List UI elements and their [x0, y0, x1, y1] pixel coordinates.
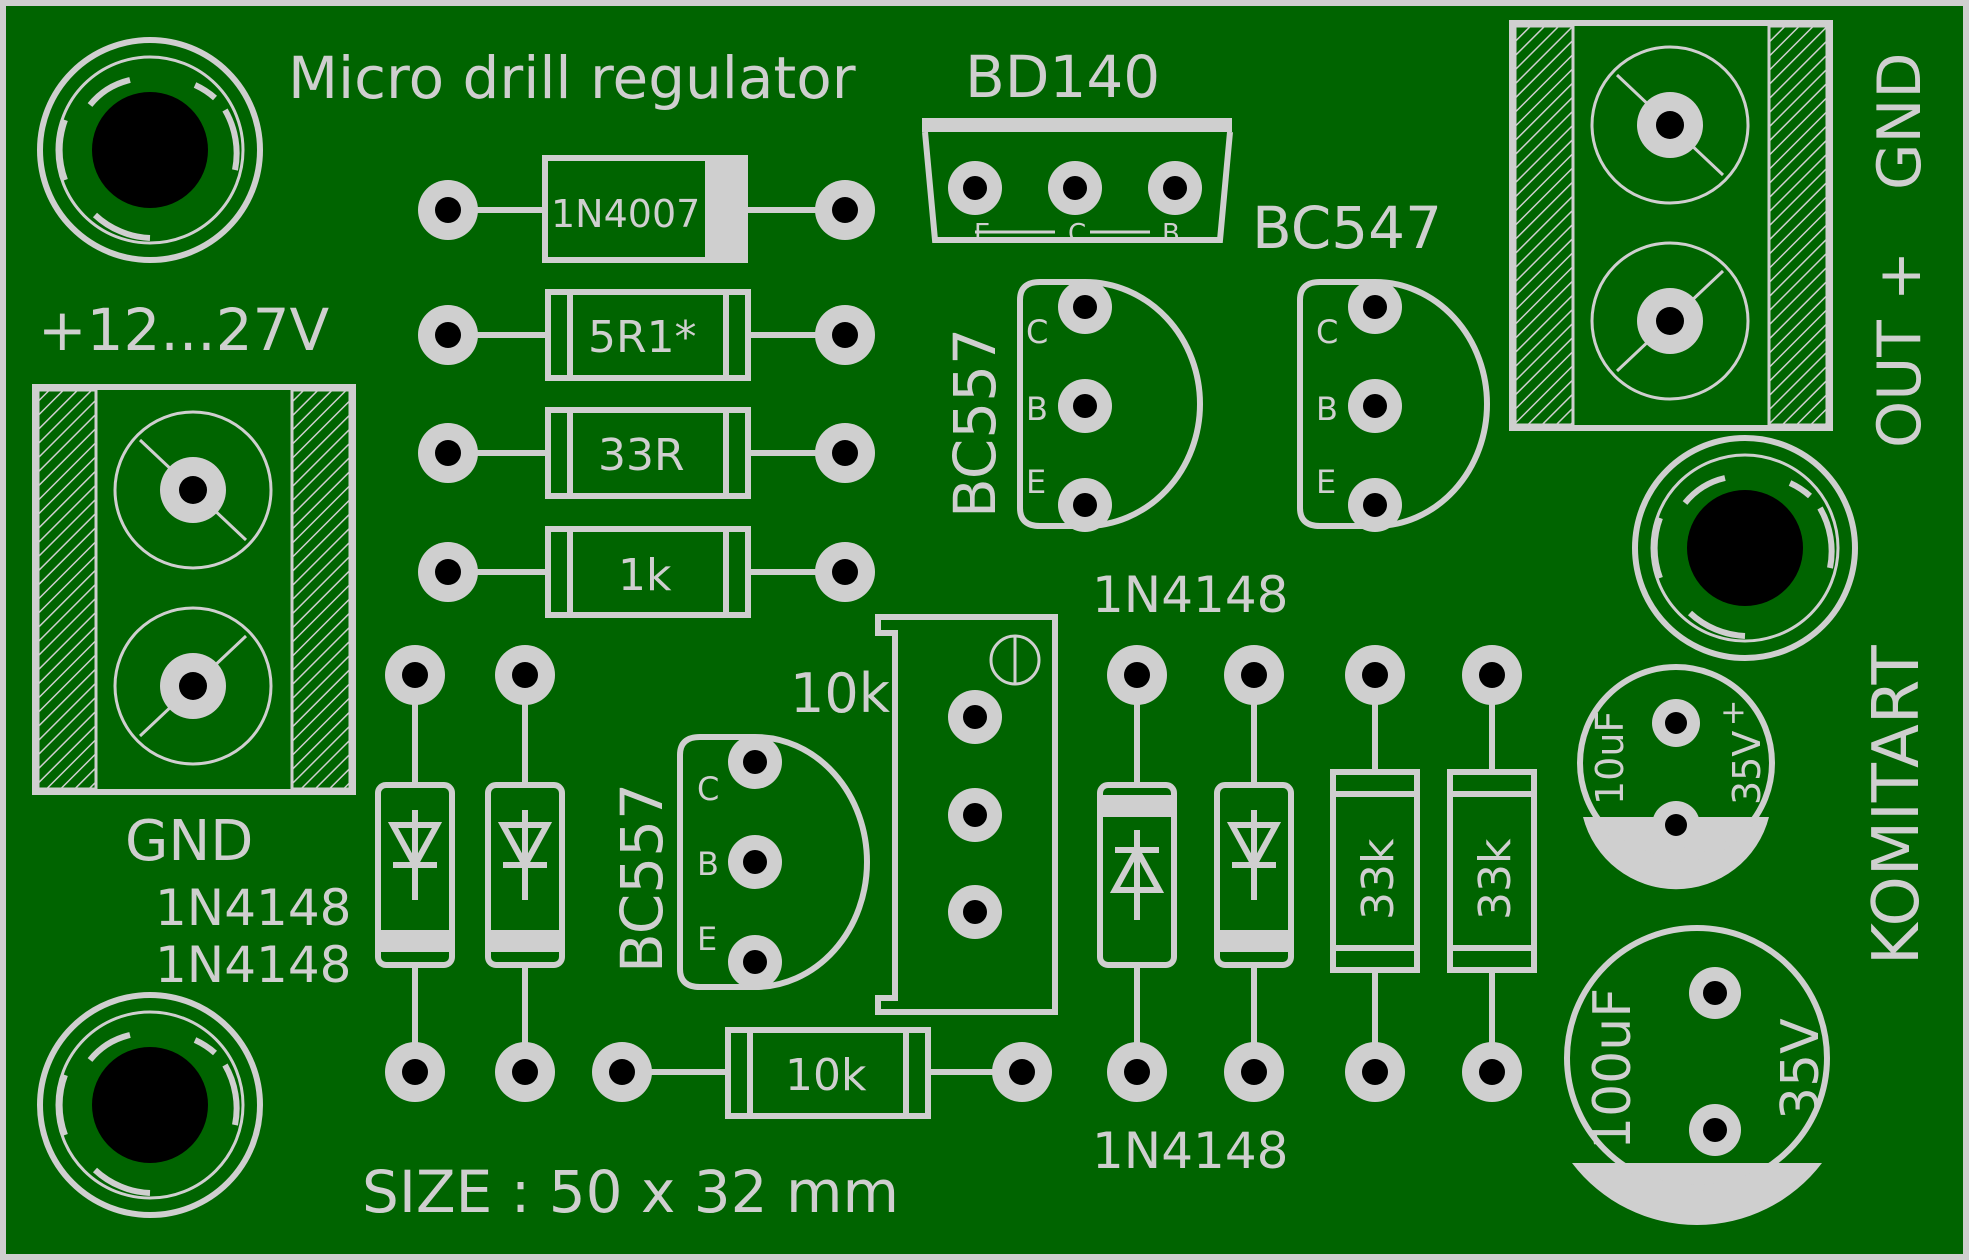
- svg-text:33k: 33k: [1470, 838, 1521, 920]
- resistor-10k-bottom: 10k: [592, 1027, 1052, 1119]
- input-voltage-label: +12...27V: [38, 296, 330, 364]
- svg-text:35V: 35V: [1725, 731, 1769, 805]
- resistor-1k: 1k: [418, 526, 875, 618]
- diode-1n4148-vertical-1: [375, 645, 455, 1102]
- capacitor-100uf: 100uF 35V: [1564, 925, 1831, 1226]
- svg-text:B: B: [1026, 390, 1048, 428]
- input-terminal-block: [32, 384, 356, 795]
- input-gnd-label: GND: [125, 809, 253, 874]
- svg-text:33R: 33R: [598, 430, 685, 481]
- size-label: SIZE : 50 x 32 mm: [362, 1158, 899, 1226]
- label-1n4148-left-a: 1N4148: [155, 879, 351, 937]
- svg-text:33k: 33k: [1353, 838, 1404, 920]
- svg-text:C: C: [1068, 219, 1086, 249]
- mounting-hole-top-left: [37, 37, 263, 263]
- svg-text:B: B: [1162, 219, 1180, 249]
- diode-1n4007: 1N4007: [418, 155, 875, 263]
- svg-text:E: E: [1316, 463, 1336, 501]
- svg-text:10k: 10k: [785, 1050, 867, 1101]
- svg-text:10uF: 10uF: [1588, 711, 1632, 805]
- resistor-33k-b: 33k: [1447, 645, 1537, 1102]
- diode-1n4148-vertical-2: [485, 645, 565, 1102]
- potentiometer-10k: 10k: [790, 614, 1058, 1015]
- transistor-bc547: BC547 C B E: [1252, 194, 1490, 532]
- mounting-hole-right: [1632, 435, 1858, 661]
- resistor-5r1: 5R1*: [418, 289, 875, 381]
- svg-text:1k: 1k: [618, 550, 672, 601]
- svg-text:BC547: BC547: [1252, 194, 1442, 262]
- label-1n4148-left-b: 1N4148: [155, 936, 351, 994]
- diode-1n4148-vertical-4: [1214, 645, 1294, 1102]
- svg-text:5R1*: 5R1*: [588, 312, 697, 363]
- svg-text:C: C: [697, 770, 719, 808]
- out-label: OUT +: [1865, 251, 1935, 448]
- capacitor-10uf: 10uF 35V +: [1577, 664, 1775, 890]
- board-title: Micro drill regulator: [288, 44, 856, 112]
- resistor-33k-a: 33k: [1330, 645, 1420, 1102]
- svg-text:E: E: [1026, 463, 1046, 501]
- svg-text:BC557: BC557: [608, 783, 676, 973]
- resistor-33r: 33R: [418, 407, 875, 499]
- diode-1n4148-vertical-3: [1097, 645, 1177, 1102]
- svg-text:+: +: [1720, 693, 1747, 731]
- svg-text:35V: 35V: [1771, 1018, 1831, 1120]
- svg-text:10k: 10k: [790, 662, 891, 725]
- transistor-bc557-top: BC557 C B E: [941, 279, 1203, 532]
- svg-text:B: B: [1316, 390, 1338, 428]
- output-terminal-block: [1509, 20, 1833, 431]
- svg-text:E: E: [974, 219, 990, 249]
- svg-text:E: E: [697, 920, 717, 958]
- transistor-bc557-bottom: BC557 C B E: [608, 734, 870, 990]
- svg-text:C: C: [1026, 313, 1048, 351]
- svg-text:BD140: BD140: [965, 43, 1160, 111]
- label-1n4148-bottom: 1N4148: [1092, 1122, 1288, 1180]
- svg-text:B: B: [697, 845, 719, 883]
- label-1n4148-top: 1N4148: [1092, 566, 1288, 624]
- svg-text:1N4007: 1N4007: [551, 192, 700, 236]
- mounting-hole-bottom-left: [37, 992, 263, 1218]
- brand-label: KOMITART: [1860, 644, 1934, 965]
- svg-text:C: C: [1316, 313, 1338, 351]
- out-gnd-label: GND: [1865, 52, 1935, 190]
- svg-text:BC557: BC557: [941, 328, 1009, 518]
- svg-text:100uF: 100uF: [1583, 988, 1643, 1150]
- transistor-bd140: BD140 E C B: [922, 43, 1233, 249]
